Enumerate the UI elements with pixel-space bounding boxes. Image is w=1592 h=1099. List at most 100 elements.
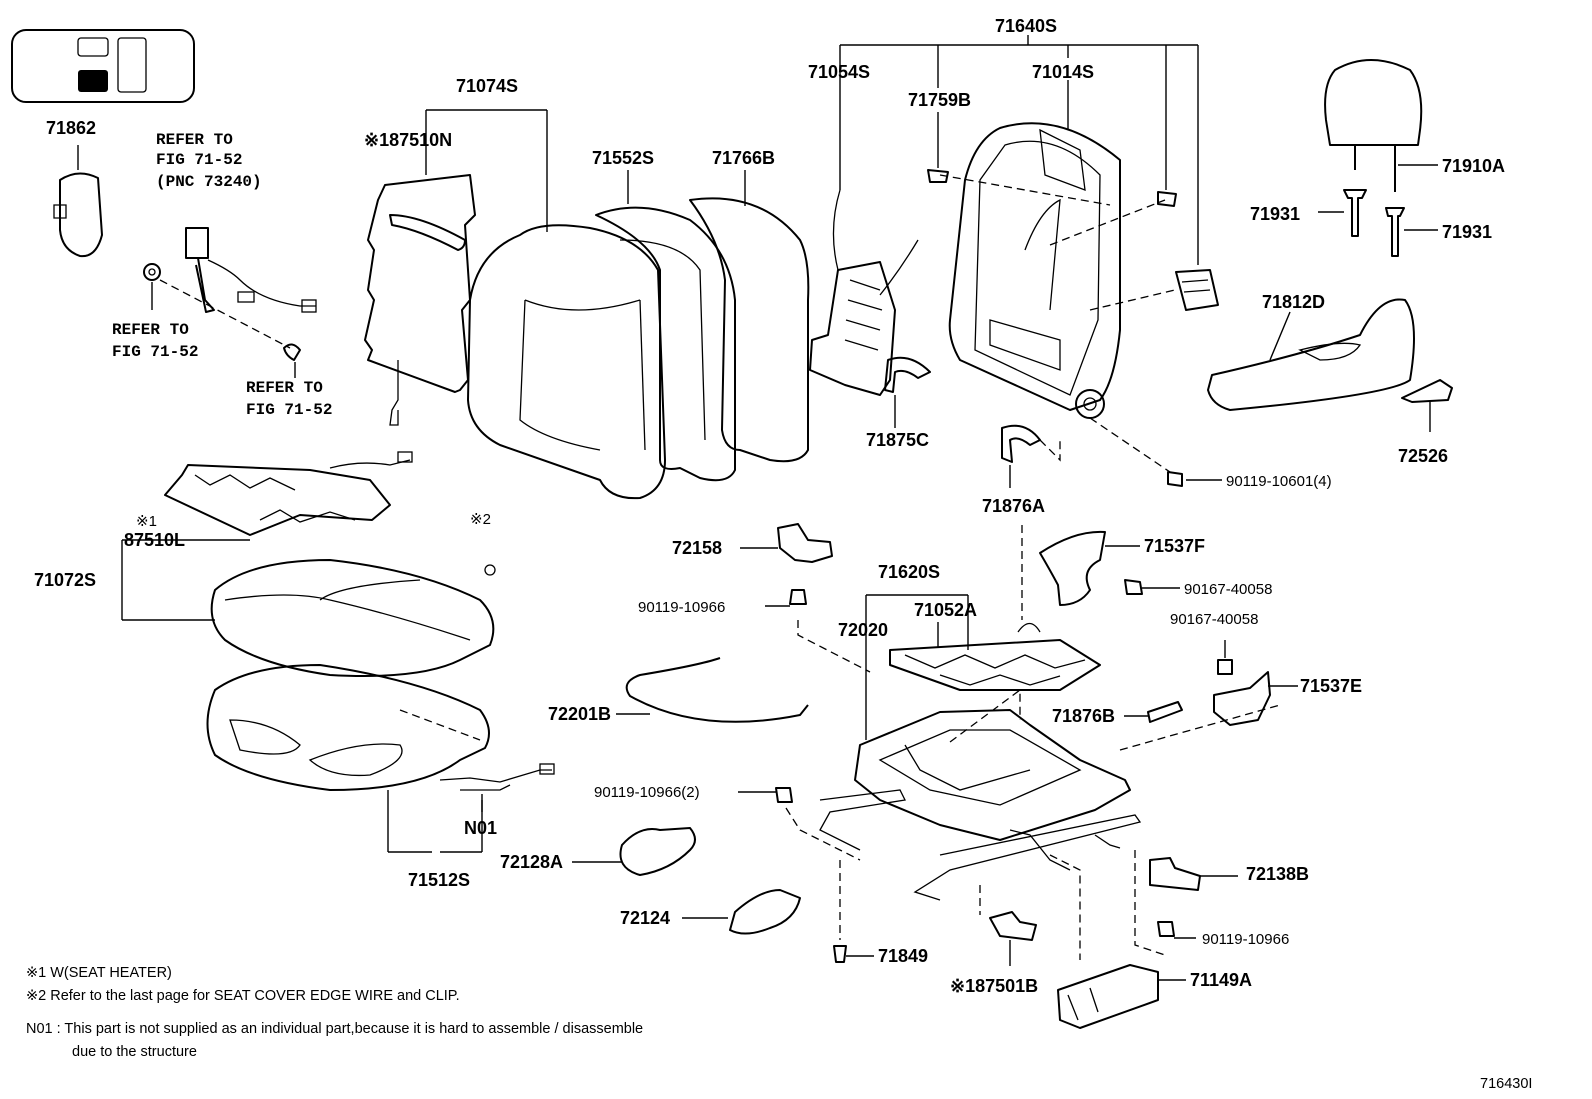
label-71552S: 71552S bbox=[592, 148, 654, 168]
refer-2-line-2: FIG 71-52 bbox=[112, 343, 198, 361]
part-71054S-back-spring bbox=[809, 45, 919, 396]
label-71149A: 71149A bbox=[1190, 970, 1252, 990]
label-71876A: 71876A bbox=[982, 496, 1045, 516]
refer-1-line-2: FIG 71-52 bbox=[156, 151, 242, 169]
refer-2-line-1: REFER TO bbox=[112, 321, 189, 339]
part-71875C-cover bbox=[884, 356, 931, 428]
part-72138B-cover bbox=[1149, 857, 1238, 891]
part-seatbelt-buckle bbox=[143, 227, 317, 378]
part-71910A-headrest bbox=[1324, 59, 1438, 192]
footnote-2: ※2 Refer to the last page for SEAT COVER… bbox=[26, 988, 460, 1004]
label-72158: 72158 bbox=[672, 538, 722, 558]
seat-locator-icon bbox=[11, 29, 195, 103]
label-90167-40058-a: 90167-40058 bbox=[1184, 581, 1272, 598]
part-87510N-back-heater bbox=[364, 110, 476, 426]
part-71537F-cover bbox=[1021, 525, 1140, 620]
label-72138B: 72138B bbox=[1246, 864, 1309, 884]
part-71074S-back-pad bbox=[426, 109, 666, 500]
label-90119-10601: 90119-10601(4) bbox=[1226, 473, 1332, 490]
part-71552S-back-cover bbox=[595, 170, 736, 482]
label-71537F: 71537F bbox=[1144, 536, 1205, 556]
label-87510L: 87510L bbox=[124, 530, 185, 550]
part-71537E-cover bbox=[1119, 671, 1298, 751]
part-71620S-seat-track bbox=[819, 594, 1142, 901]
label-71931-a: 71931 bbox=[1250, 204, 1300, 224]
part-71876A-cover bbox=[1001, 424, 1061, 488]
label-71640S: 71640S bbox=[995, 16, 1057, 36]
label-71537E: 71537E bbox=[1300, 676, 1362, 696]
figure-code: 716430I bbox=[1480, 1076, 1532, 1092]
label-72526: 72526 bbox=[1398, 446, 1448, 466]
label-71875C: 71875C bbox=[866, 430, 929, 450]
label-N01: N01 bbox=[464, 818, 497, 838]
part-72526-cover bbox=[1401, 379, 1453, 432]
footnote-3-line-1: N01 : This part is not supplied as an in… bbox=[26, 1021, 643, 1037]
label-87510N: ※187510N bbox=[364, 130, 452, 150]
label-71910A: 71910A bbox=[1442, 156, 1505, 176]
label-71931-b: 71931 bbox=[1442, 222, 1492, 242]
label-71074S: 71074S bbox=[456, 76, 518, 96]
label-71766B: 71766B bbox=[712, 148, 775, 168]
label-71849: 71849 bbox=[878, 946, 928, 966]
part-72128A-cover bbox=[572, 827, 696, 876]
footnotes: ※1 W(SEAT HEATER) ※2 Refer to the last p… bbox=[26, 965, 1532, 1092]
refer-1-line-3: (PNC 73240) bbox=[156, 173, 262, 191]
label-90119-10966-2: 90119-10966(2) bbox=[594, 784, 700, 801]
part-72201B-wire bbox=[616, 657, 809, 723]
label-71812D: 71812D bbox=[1262, 292, 1325, 312]
label-90119-10966-b: 90119-10966 bbox=[1202, 931, 1289, 948]
label-71876B: 71876B bbox=[1052, 706, 1115, 726]
part-90119-10966-2-bolt bbox=[738, 787, 861, 861]
part-87510L-cushion-heater bbox=[121, 451, 413, 620]
part-90167-40058-screw-a bbox=[1124, 579, 1180, 595]
part-71812D-shield bbox=[1207, 298, 1415, 411]
label-71620S: 71620S bbox=[878, 562, 940, 582]
footnote-1: ※1 W(SEAT HEATER) bbox=[26, 965, 172, 981]
label-71054S: 71054S bbox=[808, 62, 870, 82]
label-90119-10966-a: 90119-10966 bbox=[638, 599, 725, 616]
label-71014S: 71014S bbox=[1032, 62, 1094, 82]
label-90167-40058-b: 90167-40058 bbox=[1170, 611, 1258, 628]
label-71052A: 71052A bbox=[914, 600, 977, 620]
part-71766B-back-board bbox=[689, 170, 810, 463]
label-72201B: 72201B bbox=[548, 704, 611, 724]
refer-to-notes: REFER TO FIG 71-52 (PNC 73240) REFER TO … bbox=[112, 131, 332, 419]
label-72128A: 72128A bbox=[500, 852, 563, 872]
part-71862-belt-guide bbox=[53, 145, 103, 258]
assembly-71640S-bracket bbox=[840, 35, 1219, 311]
label-87510L-mark: ※1 bbox=[136, 513, 157, 530]
part-71849-clip bbox=[833, 860, 874, 963]
part-71149A-cover bbox=[1049, 854, 1186, 1029]
footnote-3-line-2: due to the structure bbox=[72, 1044, 197, 1060]
part-72158-cover bbox=[740, 523, 833, 563]
label-mark-2: ※2 bbox=[470, 511, 491, 528]
refer-3-line-1: REFER TO bbox=[246, 379, 323, 397]
guide-line-spring bbox=[949, 688, 1021, 743]
part-71759B-clip bbox=[927, 112, 949, 183]
refer-3-line-2: FIG 71-52 bbox=[246, 401, 332, 419]
part-71014S-back-frame bbox=[939, 80, 1176, 419]
part-90167-40058-screw-b bbox=[1217, 640, 1233, 675]
part-90119-10966-bolt-top bbox=[765, 589, 871, 673]
label-71862: 71862 bbox=[46, 118, 96, 138]
part-71072S-cushion-pad bbox=[122, 559, 496, 677]
part-71876B-cover bbox=[1124, 701, 1183, 723]
label-71072S: 71072S bbox=[34, 570, 96, 590]
part-90119-10966-bolt-bottom bbox=[1134, 850, 1196, 956]
label-72124: 72124 bbox=[620, 908, 670, 928]
part-71052A-cushion-spring bbox=[889, 622, 1101, 691]
refer-1-line-1: REFER TO bbox=[156, 131, 233, 149]
part-72124-cover bbox=[682, 889, 801, 935]
part-71512S-cushion-cover bbox=[206, 664, 490, 853]
label-71759B: 71759B bbox=[908, 90, 971, 110]
label-72020: 72020 bbox=[838, 620, 888, 640]
part-N01-harness bbox=[439, 763, 555, 812]
part-87501B-switch bbox=[979, 885, 1037, 966]
part-90119-10601-bolt bbox=[1089, 417, 1222, 487]
label-87501B: ※187501B bbox=[950, 976, 1038, 996]
part-number-labels: 71640S 71054S 71759B 71014S 71074S ※1875… bbox=[34, 16, 1505, 996]
part-71931-headrest-guide bbox=[1318, 189, 1438, 257]
label-71512S: 71512S bbox=[408, 870, 470, 890]
